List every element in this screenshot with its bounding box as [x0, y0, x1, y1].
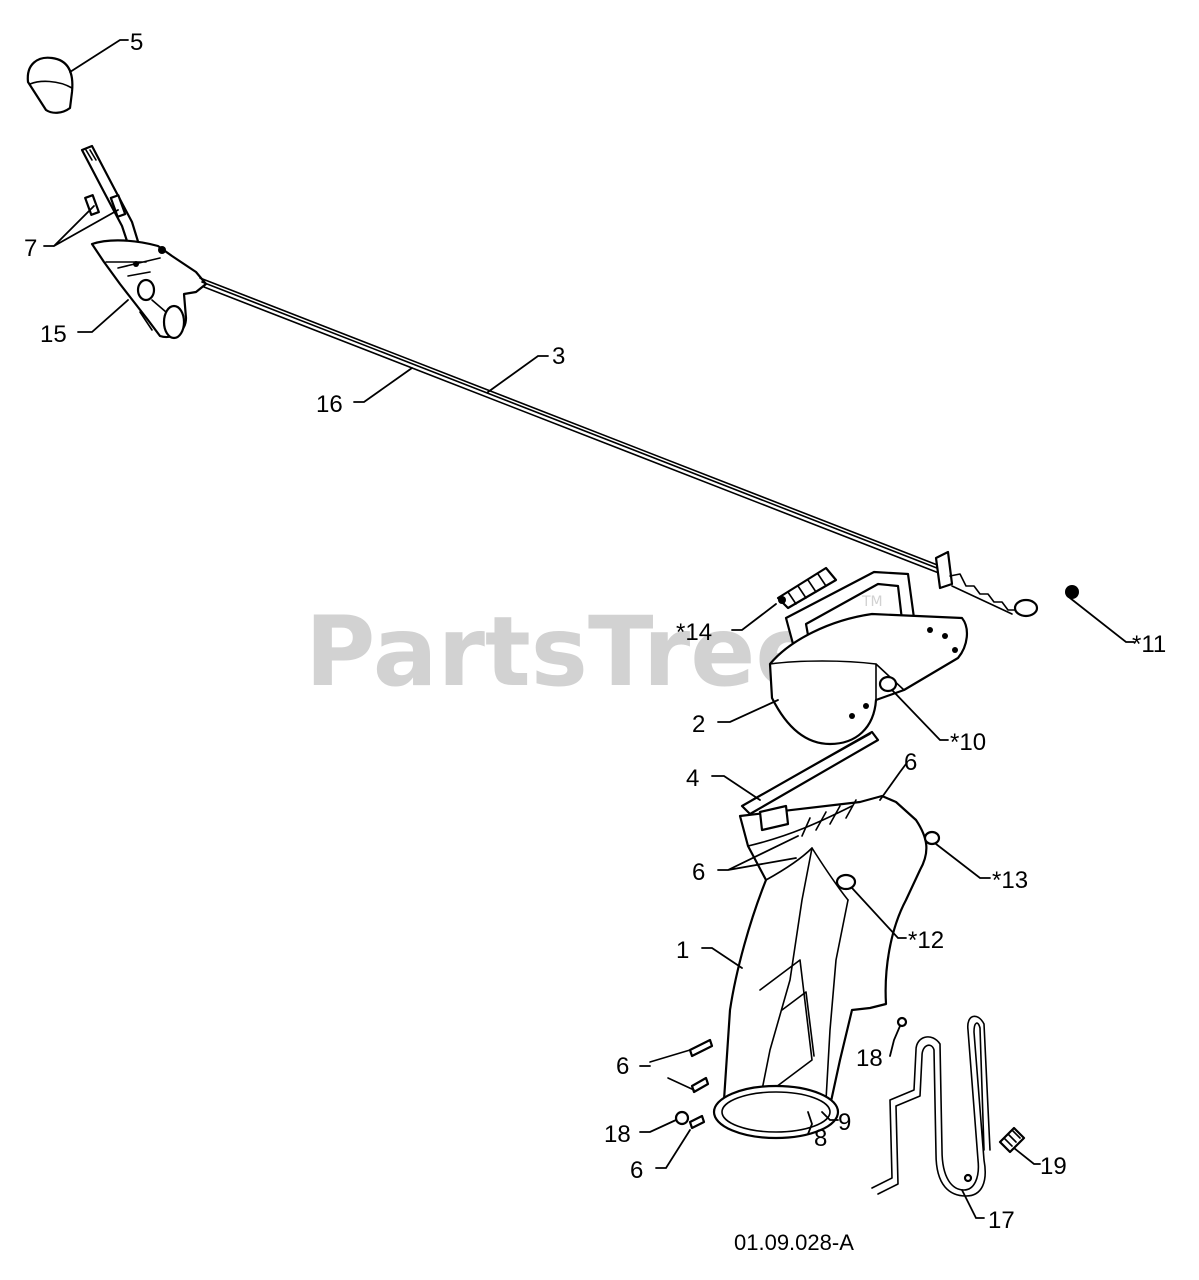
watermark-text: PartsTree	[305, 596, 820, 708]
callout-labels: 5 7 15 16 3 *11 *14 2 *10 4 6 6 *13 *12 …	[24, 29, 1166, 1234]
callout-10: *10	[950, 729, 986, 756]
part-deflector	[768, 570, 968, 746]
callout-6-top: 6	[904, 749, 917, 776]
callout-18-right: 18	[856, 1045, 883, 1072]
callout-19: 19	[1040, 1153, 1067, 1180]
callout-16: 16	[316, 391, 343, 418]
callout-11: *11	[1132, 631, 1166, 658]
callout-7: 7	[24, 235, 37, 262]
callout-6-low: 6	[616, 1053, 629, 1080]
callout-4: 4	[686, 765, 699, 792]
leader-lines	[43, 39, 1135, 1219]
callout-8: 8	[814, 1125, 827, 1152]
watermark-trademark: TM	[861, 594, 883, 610]
callout-6-mid: 6	[692, 859, 705, 886]
part-spring-pin	[776, 566, 838, 610]
callout-2: 2	[692, 711, 705, 738]
part-spring-pin-19	[998, 1126, 1026, 1154]
callout-5: 5	[130, 29, 143, 56]
callout-18-left: 18	[604, 1121, 631, 1148]
drawing-id: 01.09.028-A	[734, 1230, 854, 1255]
part-hinge-strip	[740, 730, 880, 816]
callout-17: 17	[988, 1207, 1015, 1234]
watermark: PartsTree TM	[305, 594, 883, 708]
callout-6-bottom: 6	[630, 1157, 643, 1184]
part-lever-bracket	[80, 144, 208, 340]
part-chute	[649, 794, 941, 1140]
part-nut	[1065, 585, 1079, 599]
part-rod-cable	[199, 277, 1039, 618]
callout-3: 3	[552, 343, 565, 370]
callout-15: 15	[40, 321, 67, 348]
callout-14: *14	[676, 619, 712, 646]
part-crank-rod	[871, 1015, 991, 1197]
callout-9: 9	[838, 1109, 851, 1136]
callout-1: 1	[676, 937, 689, 964]
part-knob	[26, 56, 74, 114]
callout-12: *12	[908, 927, 944, 954]
callout-13: *13	[992, 867, 1028, 894]
